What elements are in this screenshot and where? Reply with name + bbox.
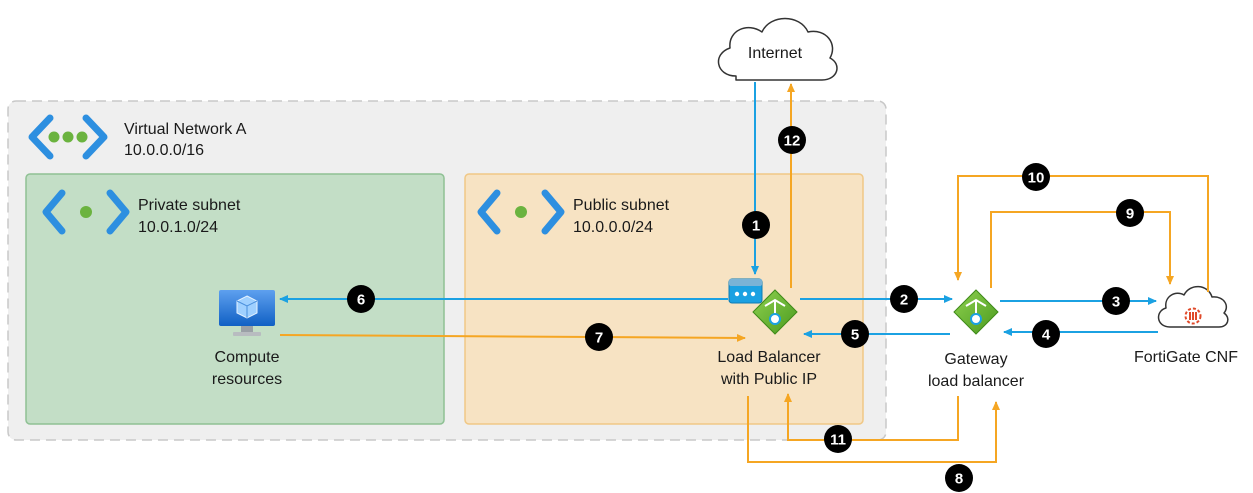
svg-text:6: 6: [357, 292, 365, 309]
step-badge-6: 6: [347, 285, 375, 313]
svg-text:11: 11: [830, 432, 846, 449]
step-badge-8: 8: [945, 464, 973, 492]
svg-text:4: 4: [1042, 327, 1051, 344]
virtual-network-icon: [28, 114, 108, 160]
step-badge-5: 5: [841, 320, 869, 348]
step-badge-3: 3: [1102, 287, 1130, 315]
svg-text:3: 3: [1112, 294, 1120, 311]
step-badge-12: 12: [778, 126, 806, 154]
svg-text:1: 1: [752, 218, 760, 235]
flow-compute-to-lb: [279, 333, 746, 342]
public-subnet-icon: [477, 189, 565, 235]
vnet-title: Virtual Network A: [124, 121, 247, 138]
public-ip-icon: [728, 278, 763, 304]
compute-label-line2: resources: [211, 371, 283, 388]
flow-fortigate-to-gateway-outbound: [954, 175, 1209, 292]
flow-lb-to-gateway-outbound: [747, 396, 1000, 463]
gateway-lb-label-line1: Gateway: [944, 351, 1008, 368]
internet-cloud-icon: [717, 17, 838, 81]
svg-text:2: 2: [900, 292, 908, 309]
virtual-machine-icon: [219, 290, 275, 336]
vnet-cidr: 10.0.0.0/16: [124, 142, 205, 159]
internet-label: Internet: [747, 45, 803, 62]
step-badge-10: 10: [1022, 163, 1050, 191]
svg-text:12: 12: [784, 133, 801, 150]
step-badge-4: 4: [1032, 320, 1060, 348]
public-subnet-cidr: 10.0.0.0/24: [573, 219, 654, 236]
load-balancer-label-line1: Load Balancer: [717, 349, 821, 366]
step-badge-1: 1: [742, 211, 770, 239]
step-badge-9: 9: [1116, 199, 1144, 227]
step-badge-11: 11: [824, 425, 852, 453]
load-balancer-label-line2: with Public IP: [720, 371, 818, 388]
step-badge-7: 7: [585, 323, 613, 351]
compute-label-line1: Compute: [214, 349, 280, 366]
svg-text:10: 10: [1028, 170, 1045, 187]
fortigate-cloud-icon: [1157, 285, 1229, 328]
flow-gateway-to-lb-outbound: [784, 393, 959, 441]
private-subnet-title: Private subnet: [138, 197, 241, 214]
svg-text:7: 7: [595, 330, 603, 347]
svg-text:9: 9: [1126, 206, 1134, 223]
gateway-lb-label-line2: load balancer: [927, 373, 1025, 390]
fortigate-label: FortiGate CNF: [1133, 349, 1239, 366]
load-balancer-icon: [752, 289, 798, 335]
private-subnet-cidr: 10.0.1.0/24: [138, 219, 219, 236]
flow-gateway-to-fortigate-outbound: [990, 211, 1174, 288]
svg-text:5: 5: [851, 327, 859, 344]
svg-text:8: 8: [955, 471, 963, 488]
public-subnet-title: Public subnet: [573, 197, 670, 214]
private-subnet-icon: [42, 189, 130, 235]
step-badge-2: 2: [890, 285, 918, 313]
gateway-load-balancer-icon: [953, 289, 999, 335]
